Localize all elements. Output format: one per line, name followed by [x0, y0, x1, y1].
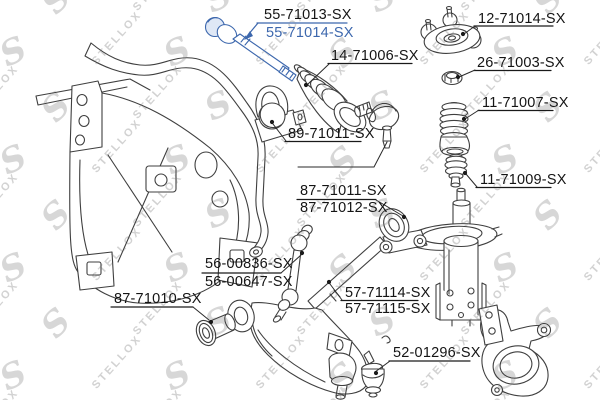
part-link-mount-nut[interactable]: 26-71003-SX	[477, 55, 565, 71]
bump-stop-drawing	[444, 153, 468, 188]
stabilizer-bar-drawing	[84, 42, 269, 258]
part-link-dust-boot[interactable]: 11-71007-SX	[482, 95, 569, 111]
part-link-control-arm-2[interactable]: 57-71115-SX	[345, 301, 431, 317]
rear-arm-bushing-drawing	[378, 208, 428, 254]
part-link-front-bushing[interactable]: 87-71010-SX	[114, 291, 202, 307]
part-link-stabilizer-bushing[interactable]: 89-71011-SX	[288, 126, 375, 142]
stabilizer-link-drawing	[272, 224, 313, 323]
leader-lines	[110, 22, 554, 376]
part-link-strut-mount[interactable]: 12-71014-SX	[478, 11, 566, 27]
dust-boot-drawing	[439, 101, 470, 157]
front-arm-bushing-drawing	[195, 313, 236, 347]
mount-nut-drawing	[441, 70, 463, 86]
part-link-inner-tie-rod-1[interactable]: 55-71013-SX	[264, 7, 352, 23]
part-link-stabilizer-link-1[interactable]: 56-00836-SX	[205, 256, 293, 272]
part-link-rear-bushing-2[interactable]: 87-71012-SX	[300, 200, 388, 216]
strut-drawing	[406, 187, 503, 327]
stabilizer-bushing-clamp-drawing	[254, 85, 307, 143]
part-link-steering-boot[interactable]: 14-71006-SX	[331, 48, 419, 64]
control-arm-drawing	[227, 236, 391, 400]
part-link-stabilizer-link-2[interactable]: 56-00647-SX	[205, 274, 293, 290]
steering-rack-boot-drawing	[293, 64, 367, 134]
part-labels: 55-71013-SX 55-71014-SX 14-71006-SX 12-7…	[114, 7, 569, 361]
inner-tie-rod-drawing-highlighted	[204, 16, 297, 82]
lower-ball-joint-drawing	[360, 350, 385, 398]
part-link-inner-tie-rod-2-active[interactable]: 55-71014-SX	[266, 25, 354, 41]
part-link-bump-stop[interactable]: 11-71009-SX	[480, 172, 567, 188]
part-link-ball-joint[interactable]: 52-01296-SX	[393, 345, 481, 361]
tie-rod-end-drawing	[354, 101, 400, 149]
part-link-control-arm-1[interactable]: 57-71114-SX	[345, 285, 431, 301]
steering-knuckle-drawing	[478, 304, 552, 397]
subframe-drawing	[35, 78, 259, 304]
strut-mount-drawing	[420, 5, 482, 54]
part-link-rear-bushing-1[interactable]: 87-71011-SX	[300, 183, 387, 199]
